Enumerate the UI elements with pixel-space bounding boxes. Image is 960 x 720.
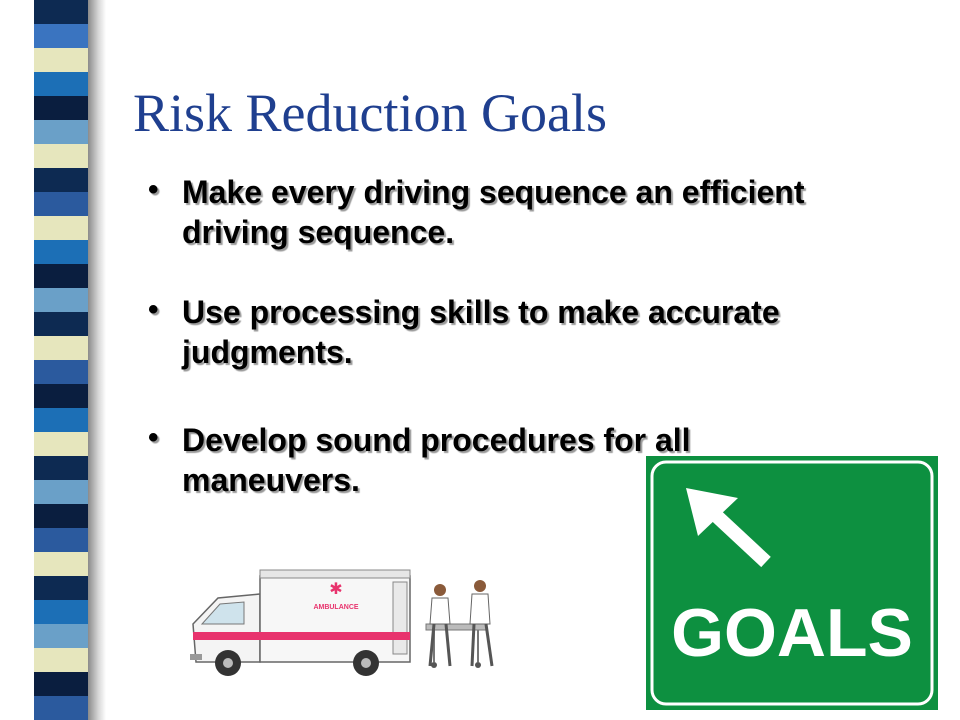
- bullet-item: • Make every driving sequence an efficie…: [148, 172, 808, 252]
- stripe-segment: [34, 576, 88, 600]
- ambulance-vehicle: ✱ AMBULANCE: [190, 569, 411, 676]
- stripe-segment: [34, 624, 88, 648]
- stripe-segment: [34, 168, 88, 192]
- bullet-item: • Develop sound procedures for all maneu…: [148, 420, 808, 500]
- stripe-segment: [34, 528, 88, 552]
- sign-border: [650, 460, 934, 706]
- stripe-segment: [34, 432, 88, 456]
- stripe-segment: [34, 72, 88, 96]
- bullet-text: Make every driving sequence an efficient…: [182, 174, 805, 250]
- stripe-segment: [34, 0, 88, 24]
- ambulance-icon: ✱ AMBULANCE: [190, 569, 494, 676]
- stripe-segment: [34, 288, 88, 312]
- stripe-segment: [34, 672, 88, 696]
- decorative-stripe-bar: [34, 0, 88, 720]
- stripe-segment: [34, 24, 88, 48]
- stripe-shadow: [88, 0, 106, 720]
- bullet-dot-icon: •: [148, 293, 159, 326]
- goals-road-sign: GOALS: [646, 456, 938, 710]
- stripe-segment: [34, 408, 88, 432]
- sign-text: GOALS: [671, 595, 913, 671]
- stripe-segment: [34, 648, 88, 672]
- stripe-segment: [34, 312, 88, 336]
- stripe-segment: [34, 216, 88, 240]
- stripe-segment: [34, 384, 88, 408]
- stripe-segment: [34, 144, 88, 168]
- slide-title: Risk Reduction Goals: [133, 83, 607, 143]
- bullet-item: • Use processing skills to make accurate…: [148, 292, 808, 372]
- stripe-segment: [34, 96, 88, 120]
- stripe-segment: [34, 336, 88, 360]
- paramedics-with-stretcher: [425, 580, 494, 668]
- stripe-segment: [34, 600, 88, 624]
- stripe-segment: [34, 360, 88, 384]
- ambulance-stripe: [193, 632, 410, 640]
- bullet-text: Use processing skills to make accurate j…: [182, 294, 780, 370]
- stripe-segment: [34, 264, 88, 288]
- stripe-segment: [34, 120, 88, 144]
- stripe-segment: [34, 504, 88, 528]
- stripe-segment: [34, 192, 88, 216]
- stripe-segment: [34, 480, 88, 504]
- svg-text:✱: ✱: [329, 579, 342, 598]
- stripe-segment: [34, 456, 88, 480]
- bullet-dot-icon: •: [148, 173, 159, 206]
- stripe-segment: [34, 552, 88, 576]
- stripe-segment: [34, 48, 88, 72]
- arrow-up-left-icon: [686, 488, 771, 568]
- bullet-text: Develop sound procedures for all maneuve…: [182, 422, 691, 498]
- stripe-segment: [34, 240, 88, 264]
- ambulance-label: AMBULANCE: [313, 604, 358, 611]
- stripe-segment: [34, 696, 88, 720]
- bullet-dot-icon: •: [148, 421, 159, 454]
